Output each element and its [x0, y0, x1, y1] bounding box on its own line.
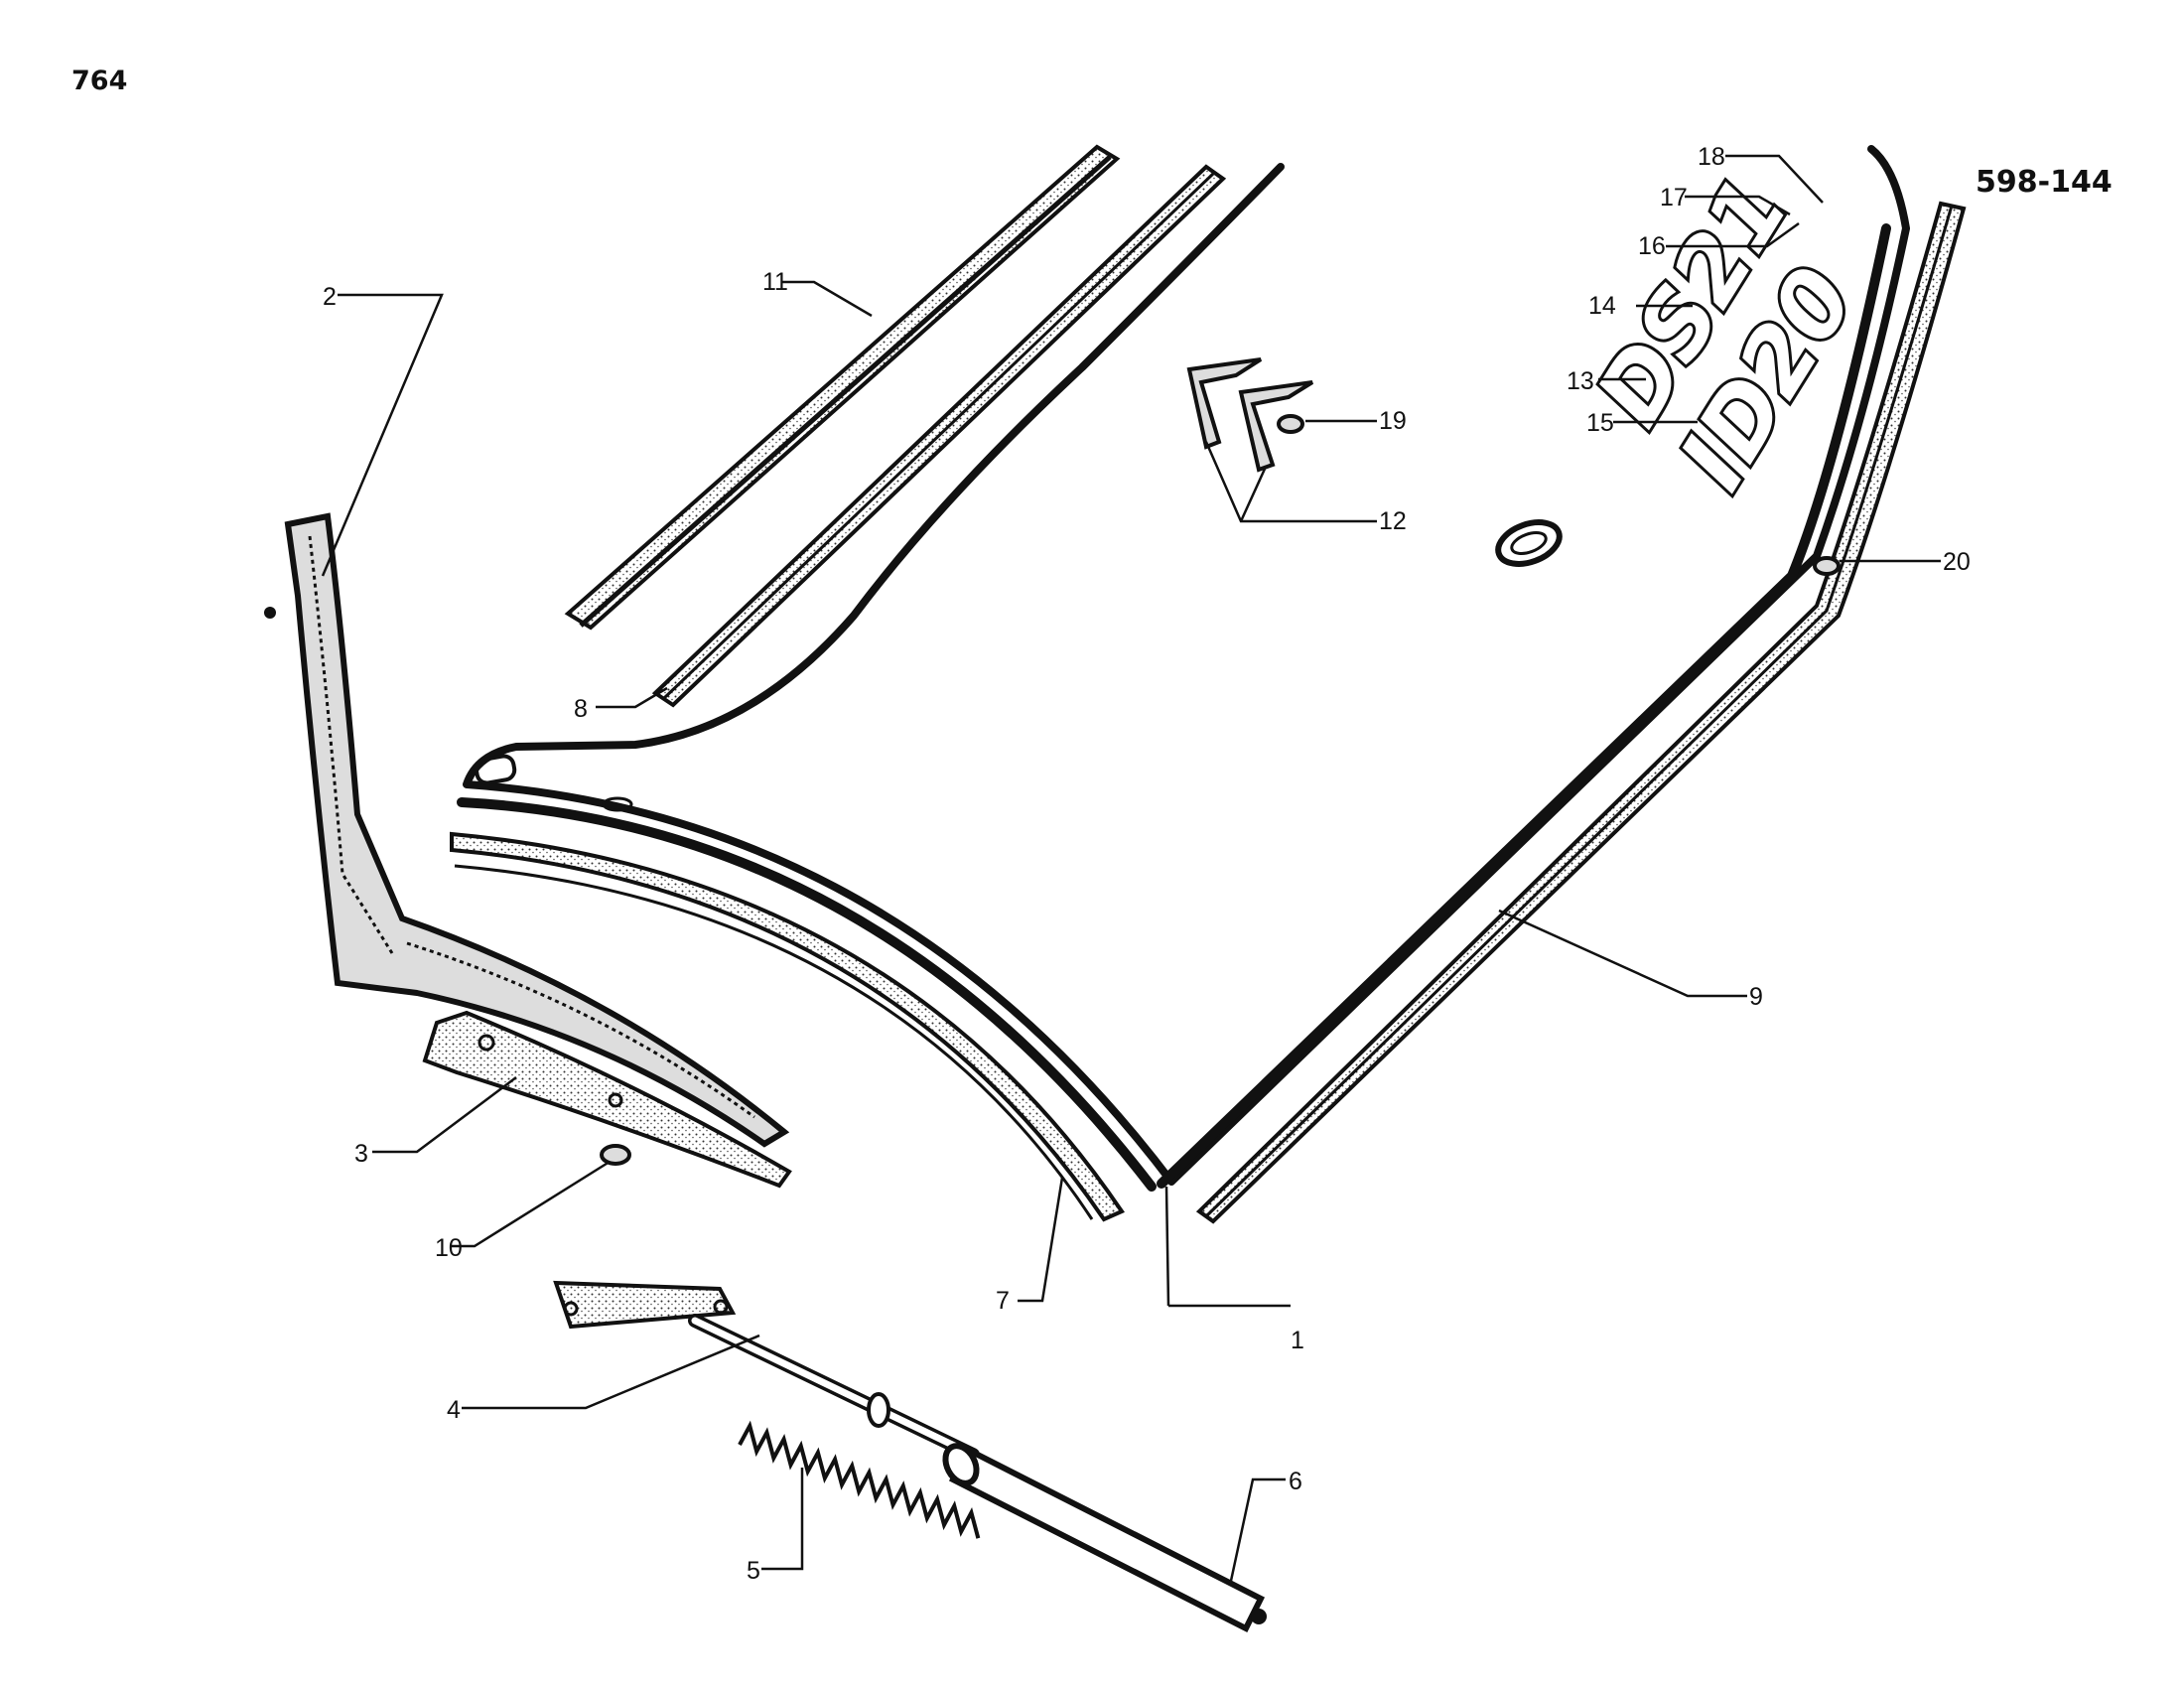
callout-19: 19 — [1379, 407, 1407, 435]
callout-8: 8 — [574, 695, 588, 723]
callout-7: 7 — [996, 1287, 1010, 1315]
page-number: 764 — [71, 66, 128, 96]
part-right-seal-strip — [1195, 201, 1967, 1224]
callout-12: 12 — [1379, 507, 1407, 535]
part-stay-rod — [553, 1280, 980, 1462]
part-rear-window-glass — [457, 145, 1910, 1192]
callout-3: 3 — [354, 1140, 368, 1168]
drawing-reference: 598-144 — [1976, 165, 2113, 200]
part-chevron-emblems — [1186, 357, 1314, 473]
callout-17: 17 — [1660, 184, 1688, 211]
callout-1: 1 — [1291, 1327, 1304, 1354]
part-pillar-bracket — [422, 1010, 792, 1189]
part-guide-tube — [942, 1443, 1267, 1633]
callout-6: 6 — [1289, 1468, 1302, 1495]
callout-18: 18 — [1698, 143, 1725, 171]
callout-11: 11 — [762, 268, 788, 296]
callout-4: 4 — [447, 1396, 461, 1424]
part-washer-10 — [600, 1144, 631, 1166]
part-lower-left-seal-strip — [450, 831, 1125, 1222]
callout-numbers: 1 2 3 4 5 6 7 8 9 10 11 12 13 14 15 16 1… — [323, 143, 1971, 1585]
leader-lines — [321, 154, 1941, 1582]
part-upper-trim-strip — [564, 144, 1121, 631]
callout-15: 15 — [1586, 409, 1614, 437]
callout-5: 5 — [747, 1557, 760, 1585]
callout-13: 13 — [1567, 367, 1594, 395]
callout-10: 10 — [435, 1234, 463, 1262]
callout-20: 20 — [1943, 548, 1971, 576]
part-coil-spring — [738, 1420, 981, 1539]
callout-16: 16 — [1638, 232, 1666, 260]
part-grommet-20 — [1813, 556, 1841, 576]
part-upper-seal-strip — [651, 164, 1227, 708]
callout-2: 2 — [323, 283, 337, 311]
callout-14: 14 — [1588, 292, 1616, 320]
part-grommet-19 — [1277, 414, 1304, 434]
part-rear-pillar-trim — [264, 512, 790, 1148]
callout-9: 9 — [1749, 983, 1763, 1011]
